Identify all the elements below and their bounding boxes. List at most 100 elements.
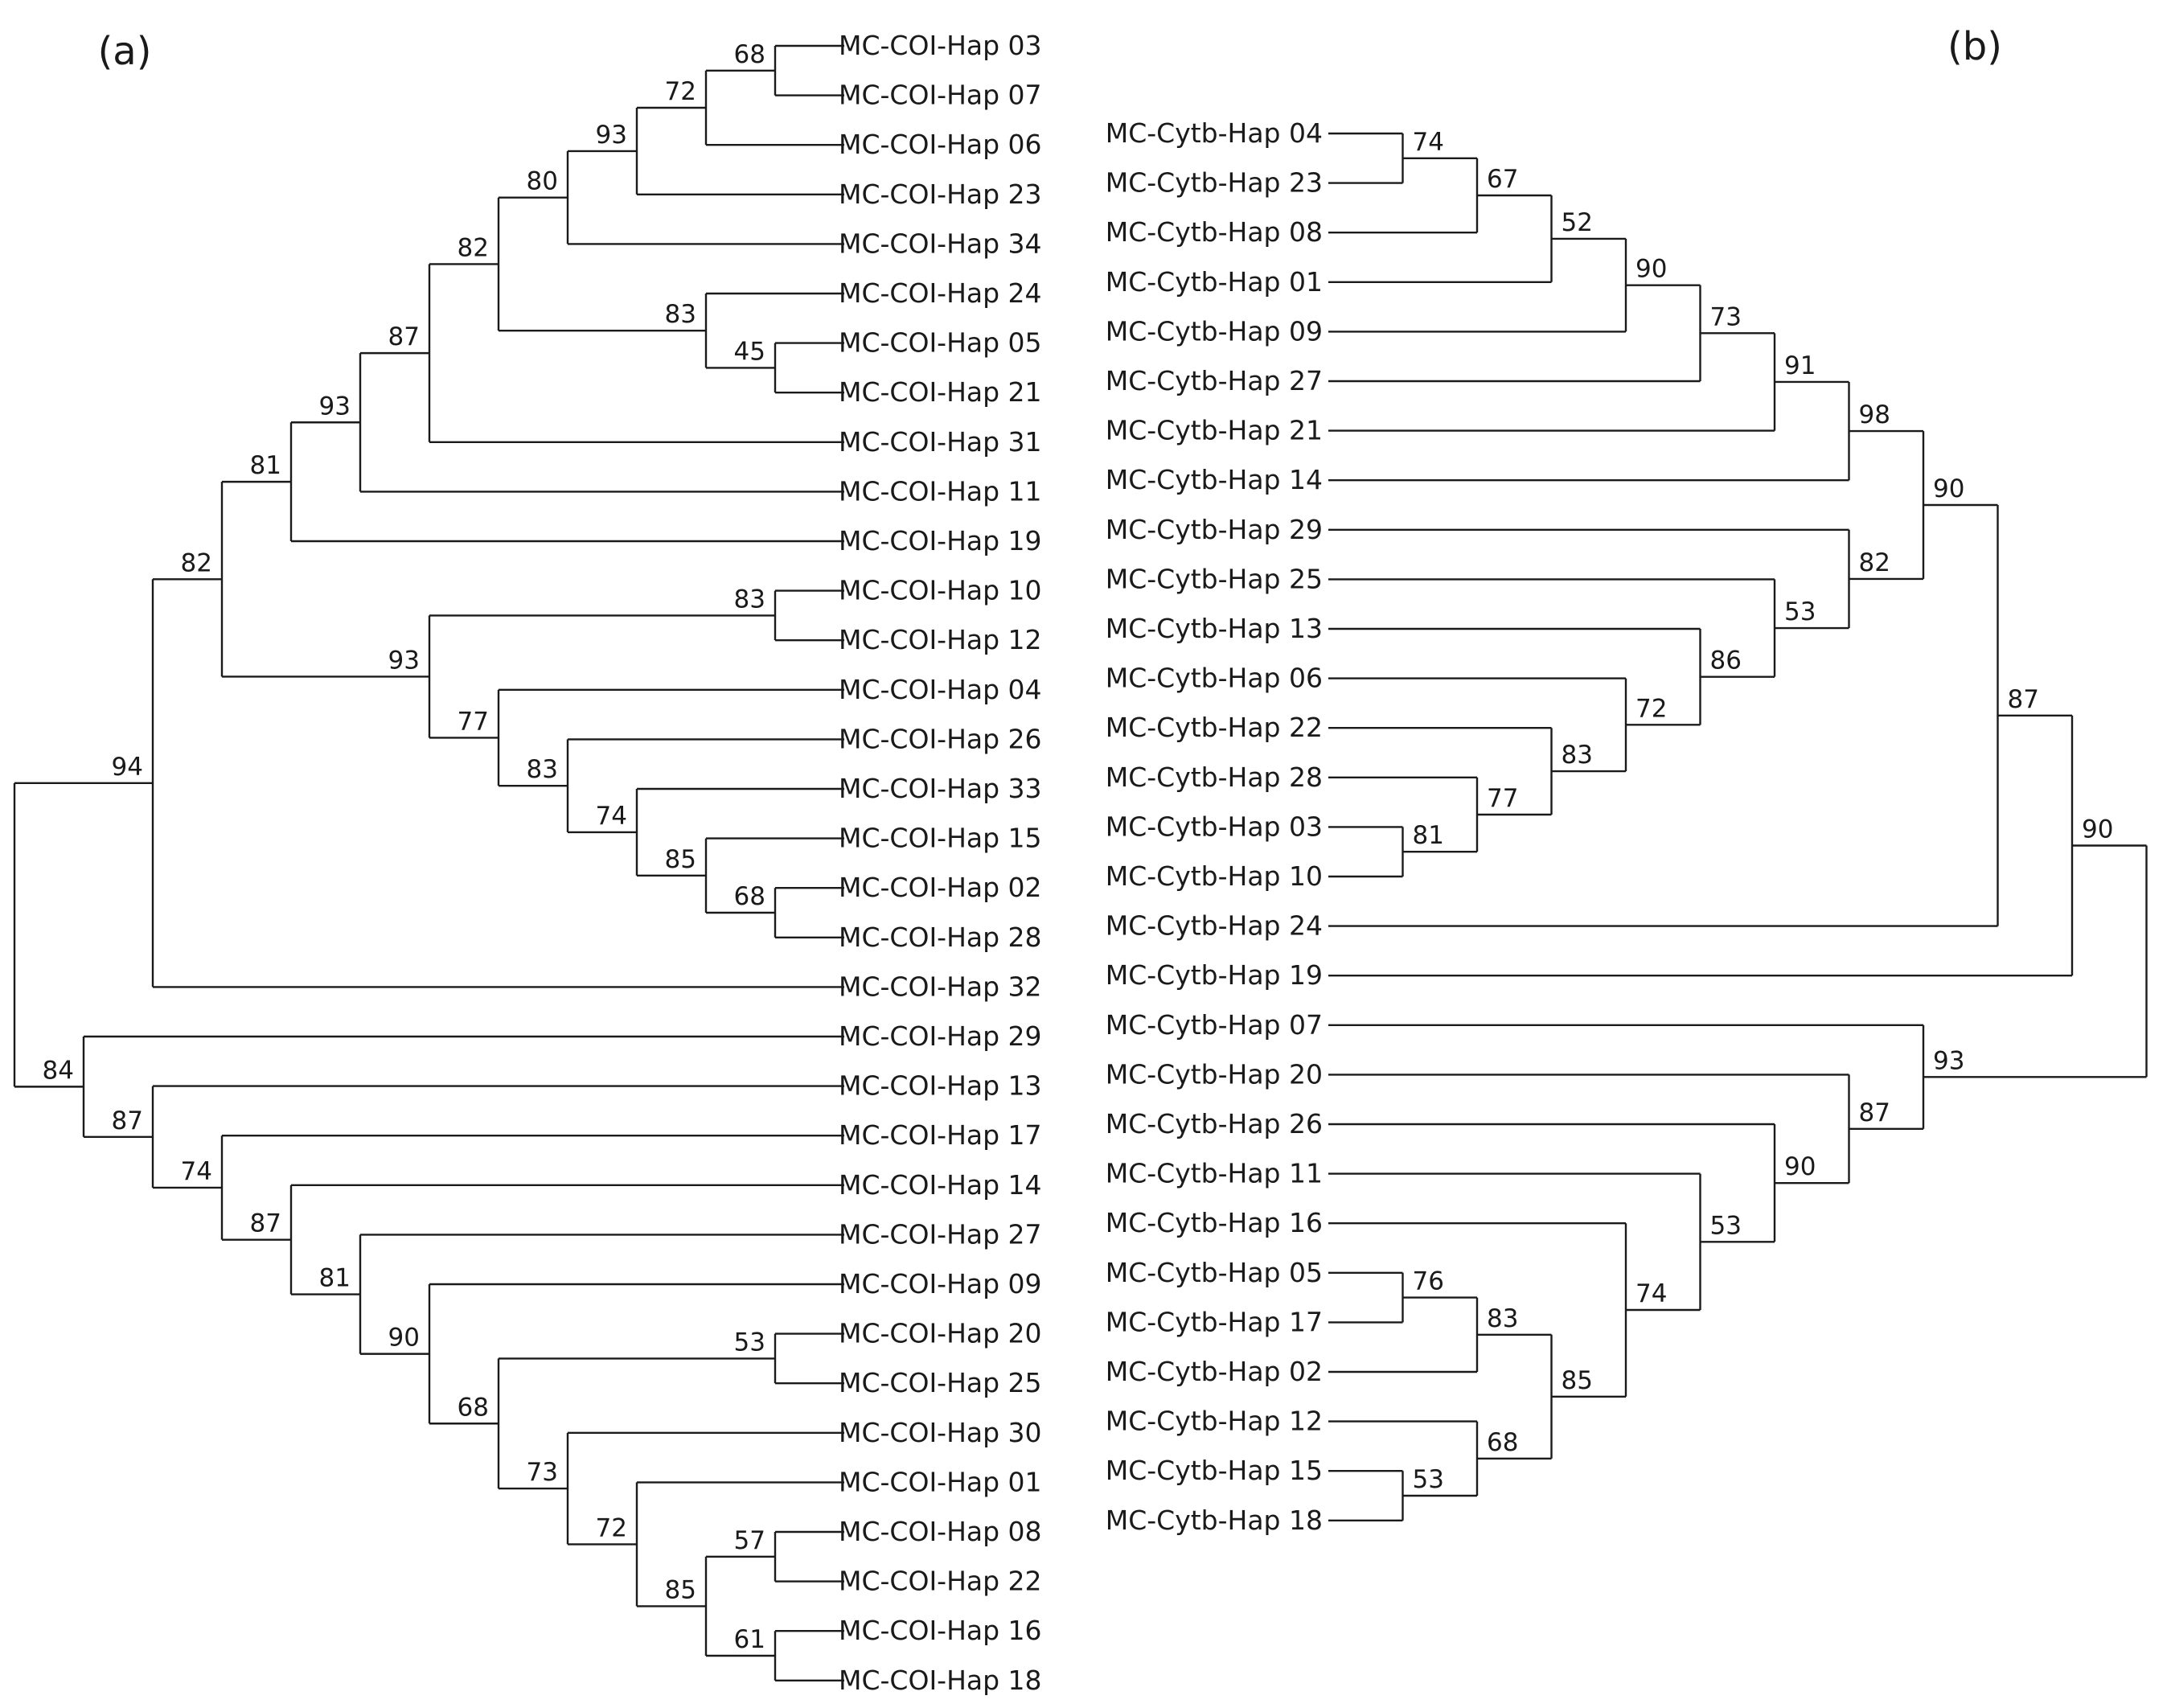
support-value: 87 [112,1107,143,1135]
leaf-label: MC-Cytb-Hap 07 [1106,1009,1323,1041]
leaf-label: MC-COI-Hap 27 [839,1218,1042,1250]
leaf-label: MC-Cytb-Hap 22 [1106,712,1323,743]
leaf-label: MC-COI-Hap 12 [839,624,1042,655]
support-value: 85 [1562,1366,1593,1395]
leaf-label: MC-COI-Hap 11 [839,475,1042,507]
leaf-label: MC-Cytb-Hap 09 [1106,315,1323,347]
leaf-label: MC-Cytb-Hap 04 [1106,117,1323,149]
support-value: 86 [1710,647,1742,675]
leaf-label: MC-Cytb-Hap 03 [1106,811,1323,842]
support-value: 77 [1487,784,1518,813]
support-value: 68 [458,1393,489,1422]
leaf-label: MC-Cytb-Hap 10 [1106,860,1323,892]
support-value: 87 [250,1209,281,1238]
leaf-label: MC-COI-Hap 19 [839,525,1042,556]
leaf-label: MC-Cytb-Hap 24 [1106,910,1323,942]
leaf-label: MC-COI-Hap 10 [839,575,1042,606]
support-value: 61 [734,1625,765,1654]
leaf-label: MC-COI-Hap 13 [839,1070,1042,1102]
leaf-label: MC-COI-Hap 16 [839,1615,1042,1646]
leaf-label: MC-COI-Hap 26 [839,723,1042,754]
support-value: 93 [596,121,627,150]
leaf-label: MC-Cytb-Hap 19 [1106,959,1323,991]
support-value: 68 [734,40,765,69]
leaf-label: MC-Cytb-Hap 29 [1106,514,1323,545]
support-value: 82 [181,548,212,577]
support-value: 52 [1562,208,1593,237]
leaf-label: MC-COI-Hap 25 [839,1367,1042,1398]
support-value: 74 [181,1157,212,1186]
support-value: 94 [112,753,143,782]
leaf-label: MC-COI-Hap 01 [839,1466,1042,1497]
leaf-label: MC-Cytb-Hap 15 [1106,1455,1323,1486]
support-value: 98 [1859,400,1890,429]
leaf-label: MC-Cytb-Hap 02 [1106,1356,1323,1387]
support-value: 90 [2082,815,2113,844]
leaf-label: MC-Cytb-Hap 27 [1106,365,1323,396]
leaf-label: MC-COI-Hap 31 [839,426,1042,458]
support-value: 53 [1784,597,1816,626]
leaf-label: MC-COI-Hap 14 [839,1169,1042,1201]
leaf-label: MC-COI-Hap 18 [839,1665,1042,1696]
support-value: 67 [1487,165,1518,194]
support-value: 83 [1562,741,1593,770]
support-value: 87 [388,322,420,351]
support-value: 68 [1487,1428,1518,1457]
leaf-label: MC-Cytb-Hap 05 [1106,1257,1323,1288]
support-value: 81 [319,1264,351,1293]
leaf-label: MC-COI-Hap 17 [839,1119,1042,1151]
leaf-label: MC-Cytb-Hap 23 [1106,167,1323,199]
leaf-label: MC-Cytb-Hap 20 [1106,1058,1323,1090]
support-value: 82 [458,233,489,262]
leaf-label: MC-COI-Hap 08 [839,1516,1042,1547]
support-value: 93 [1933,1046,1964,1075]
support-value: 53 [1413,1465,1444,1494]
support-value: 90 [1933,474,1964,503]
support-value: 93 [388,646,420,675]
support-value: 83 [734,585,765,614]
leaf-label: MC-COI-Hap 32 [839,971,1042,1002]
support-value: 53 [734,1328,765,1357]
support-value: 80 [527,167,558,196]
leaf-label: MC-COI-Hap 33 [839,773,1042,804]
support-value: 84 [43,1056,74,1085]
support-value: 81 [1413,821,1444,850]
leaf-label: MC-Cytb-Hap 11 [1106,1158,1323,1189]
support-value: 85 [665,1575,696,1604]
support-value: 74 [1635,1279,1667,1308]
leaf-label: MC-Cytb-Hap 18 [1106,1505,1323,1536]
leaf-label: MC-COI-Hap 09 [839,1268,1042,1299]
leaf-label: MC-Cytb-Hap 28 [1106,762,1323,793]
support-value: 45 [734,337,765,366]
support-value: 90 [388,1324,420,1353]
leaf-label: MC-Cytb-Hap 17 [1106,1306,1323,1337]
support-value: 90 [1784,1152,1816,1181]
leaf-label: MC-COI-Hap 06 [839,129,1042,160]
leaf-label: MC-COI-Hap 22 [839,1566,1042,1597]
support-value: 73 [527,1458,558,1487]
leaf-label: MC-Cytb-Hap 12 [1106,1406,1323,1437]
support-value: 87 [2008,685,2039,714]
support-value: 76 [1413,1267,1444,1296]
support-value: 72 [665,77,696,106]
leaf-label: MC-Cytb-Hap 14 [1106,464,1323,495]
support-value: 87 [1859,1098,1890,1127]
leaf-label: MC-COI-Hap 30 [839,1417,1042,1448]
leaf-label: MC-COI-Hap 02 [839,872,1042,903]
support-value: 57 [734,1526,765,1555]
leaf-label: MC-Cytb-Hap 16 [1106,1207,1323,1238]
leaf-label: MC-COI-Hap 23 [839,179,1042,210]
panel-a-label: (a) [98,29,152,74]
support-value: 72 [1635,694,1667,723]
support-value: 74 [596,802,627,831]
support-value: 72 [596,1513,627,1542]
leaf-label: MC-COI-Hap 28 [839,922,1042,953]
leaf-label: MC-COI-Hap 05 [839,327,1042,359]
support-value: 83 [527,755,558,784]
leaf-label: MC-Cytb-Hap 26 [1106,1108,1323,1139]
leaf-label: MC-Cytb-Hap 06 [1106,663,1323,694]
support-value: 85 [665,845,696,874]
leaf-label: MC-COI-Hap 34 [839,228,1042,259]
